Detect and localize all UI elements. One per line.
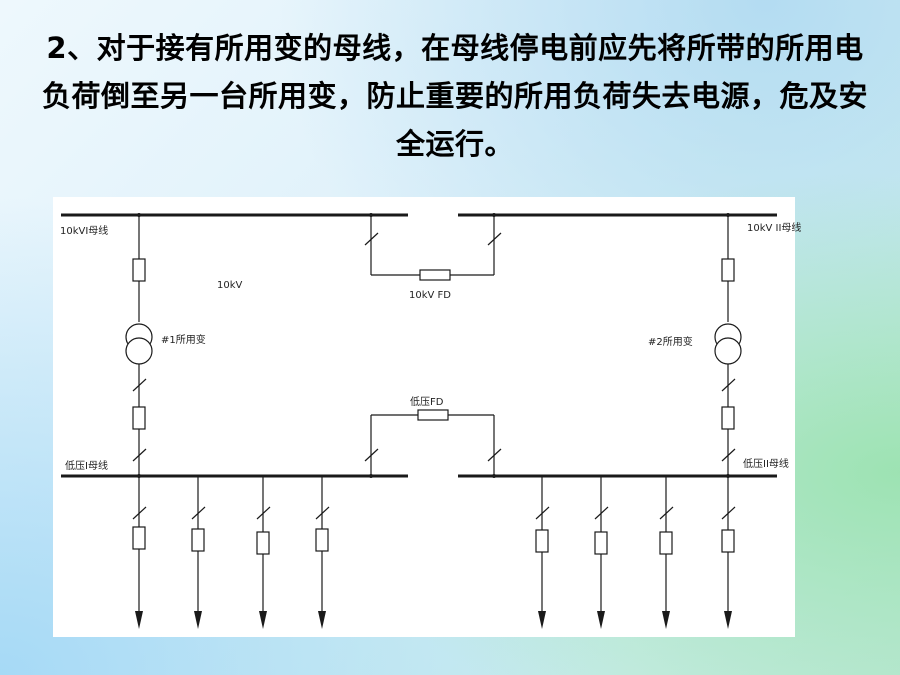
transformer-branch-2 (714, 215, 742, 476)
feeder (535, 476, 550, 615)
label-fd-10kv: 10kV FD (409, 290, 451, 301)
single-line-diagram: 10kVI母线 10kV II母线 10kV 10kV FD #1所用变 #2所… (53, 197, 801, 637)
label-transformer-2: #2所用变 (648, 335, 693, 348)
load-arrow (194, 611, 202, 629)
load-arrow (662, 611, 670, 629)
load-arrow (259, 611, 267, 629)
feeders-lv-1 (132, 476, 330, 615)
feeder (659, 476, 674, 615)
node-dot (137, 474, 141, 478)
feeder (256, 476, 271, 615)
feeders-lv-2 (535, 476, 736, 615)
load-arrow (135, 611, 143, 629)
label-fd-lv: 低压FD (410, 395, 444, 408)
node-dot (726, 474, 730, 478)
feeder (191, 476, 206, 615)
tie-10kv-fd (364, 215, 502, 281)
label-bus2-10kv: 10kV II母线 (747, 221, 801, 234)
feeder (315, 476, 330, 615)
load-arrow (597, 611, 605, 629)
load-arrow (724, 611, 732, 629)
node-dot (369, 213, 373, 217)
transformer-branch-1 (125, 215, 153, 476)
node-dot (137, 213, 141, 217)
label-bus1-10kv: 10kVI母线 (60, 224, 108, 237)
diagram-canvas: 10kVI母线 10kV II母线 10kV 10kV FD #1所用变 #2所… (60, 213, 801, 629)
slide-title: 2、对于接有所用变的母线，在母线停电前应先将所带的所用电负荷倒至另一台所用变，防… (41, 31, 868, 161)
label-bus2-lv: 低压II母线 (743, 457, 789, 470)
node-dot (492, 213, 496, 217)
feeder (594, 476, 609, 615)
feeder (132, 476, 147, 615)
node-dot (726, 213, 730, 217)
feeder (721, 476, 736, 615)
tie-lv-fd (364, 409, 502, 476)
label-voltage: 10kV (217, 280, 243, 291)
node-dot (369, 474, 373, 478)
label-bus1-lv: 低压I母线 (65, 459, 108, 472)
load-arrow (538, 611, 546, 629)
node-dot (492, 474, 496, 478)
load-arrow (318, 611, 326, 629)
label-transformer-1: #1所用变 (161, 333, 206, 346)
